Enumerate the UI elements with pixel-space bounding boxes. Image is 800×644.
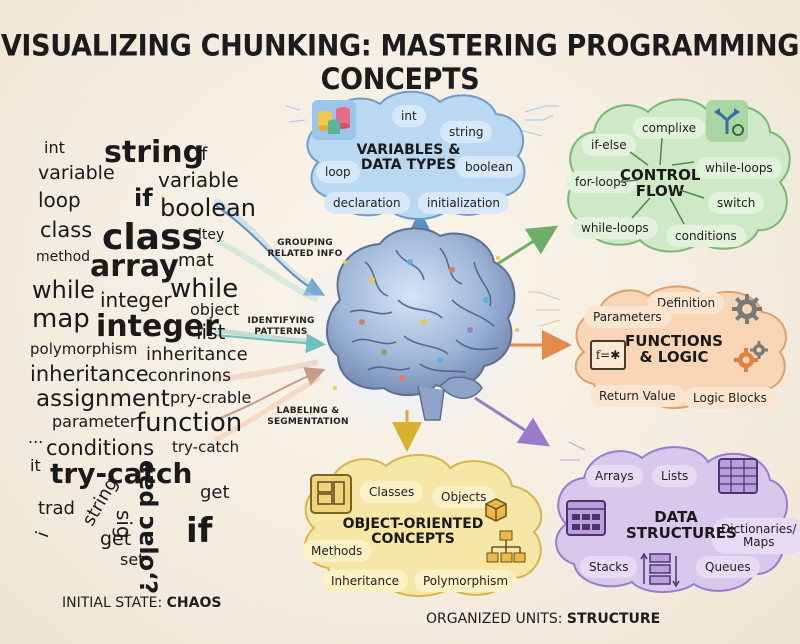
chaos-word: try-catch [50, 457, 193, 490]
chaos-word: while [32, 276, 95, 304]
chaos-word: boolean [160, 194, 256, 222]
chaos-word: int [44, 138, 65, 157]
hierarchy-icon [486, 530, 526, 569]
chaos-word: while [170, 274, 239, 304]
chaos-word: polymorphism [30, 340, 138, 358]
chaos-word: it [30, 456, 41, 475]
cloud-variables-title: VARIABLES & DATA TYPES [356, 142, 461, 173]
chaos-word: integer [96, 309, 219, 344]
pill-for-loops: for-loops [566, 171, 636, 193]
chaos-word: ltey [198, 227, 225, 243]
chaos-word: try-catch [172, 438, 240, 456]
chaos-word: get [100, 528, 132, 550]
chaos-word: pry-crable [170, 388, 252, 407]
pill-dictionaries-maps: Dictionaries/ Maps [712, 518, 800, 555]
blueprint-icon [310, 474, 352, 519]
pill-methods: Methods [302, 540, 372, 562]
chaos-word: parameter [52, 412, 137, 431]
chaos-word: class [102, 217, 203, 258]
caption-organized-units: ORGANIZED UNITS: STRUCTURE [426, 611, 660, 627]
pill-switch: switch [708, 192, 765, 214]
caption-initial-prefix: INITIAL STATE: [62, 595, 167, 611]
box-icon [482, 496, 510, 527]
chaos-word: if [196, 144, 208, 165]
pill-return-value: Return Value [590, 385, 685, 407]
process-label-grouping: GROUPING RELATED INFO [267, 238, 343, 259]
pill-complixe: complixe [633, 117, 706, 139]
pill-logic-blocks: Logic Blocks [684, 387, 776, 409]
pill-loop: loop [316, 161, 360, 183]
chaos-word: array [90, 249, 179, 284]
pill-stacks: Stacks [580, 556, 638, 578]
chaos-word: ... [28, 428, 44, 447]
chaos-word: string [104, 135, 205, 170]
chaos-word: inheritance [146, 344, 248, 365]
chaos-word: function [136, 408, 243, 438]
branch-arrows-icon [706, 100, 748, 147]
chaos-word: if [134, 184, 153, 212]
database-icon [312, 100, 356, 145]
chaos-word: conditions [46, 436, 155, 460]
pill-polymorphism: Polymorphism [414, 570, 518, 592]
pill-initialization: initialization [418, 192, 509, 214]
chaos-word: trad [38, 498, 75, 519]
chaos-word: integer [100, 288, 172, 312]
pill-lists: Lists [652, 465, 698, 487]
stack-icon [640, 550, 680, 593]
page-title: VISUALIZING CHUNKING: MASTERING PROGRAMM… [0, 29, 800, 97]
pill-objects: Objects [432, 486, 496, 508]
caption-initial-state: INITIAL STATE: CHAOS [62, 595, 221, 611]
cloud-oop-title: OBJECT-ORIENTED CONCEPTS [342, 516, 484, 547]
gear-icon [730, 292, 764, 331]
array-window-icon [566, 500, 606, 541]
cloud-structures-title: DATA STRUCTURES [626, 508, 737, 542]
pill-queues: Queues [696, 556, 760, 578]
chaos-word: if [186, 511, 213, 551]
process-label-labeling: LABELING & SEGMENTATION [267, 406, 349, 427]
gears-icon [732, 340, 768, 381]
chaos-word: get [200, 482, 230, 503]
chaos-word: set [120, 550, 145, 569]
pill-conditions: conditions [666, 225, 746, 247]
chaos-word: loop [38, 188, 81, 212]
pill-inheritance: Inheritance [322, 570, 409, 592]
table-icon [718, 458, 758, 499]
pill-parameters: Parameters [584, 306, 671, 328]
caption-organized-strong: STRUCTURE [566, 611, 661, 627]
chaos-word: assignment [36, 386, 170, 412]
chaos-word: method [36, 249, 91, 265]
caption-organized-prefix: ORGANIZED UNITS: [426, 611, 567, 627]
formula-icon: f=✱ [590, 340, 626, 370]
cloud-control-title: CONTROL FLOW [620, 166, 701, 200]
chaos-word: variable [158, 168, 239, 192]
chaos-word: mat [178, 250, 214, 271]
chaos-word: list [196, 320, 226, 344]
caption-initial-strong: CHAOS [166, 595, 222, 611]
chaos-word: object [190, 300, 240, 319]
pill-classes: Classes [360, 481, 424, 503]
pill-int: int [392, 105, 426, 127]
chaos-word: inheritance [30, 362, 149, 386]
pill-if-else: if-else [582, 134, 636, 156]
chaos-word: variable [38, 162, 115, 184]
pill-string: string [440, 121, 493, 143]
pill-arrays: Arrays [586, 465, 643, 487]
pill-boolean: boolean [456, 156, 522, 178]
chaos-word: class [40, 218, 93, 242]
cloud-functions-title: FUNCTIONS & LOGIC [625, 332, 723, 366]
process-label-patterns: IDENTIFYING PATTERNS [247, 316, 315, 337]
pill-while-loops-2: while-loops [572, 217, 658, 239]
pill-while-loops-1: while-loops [696, 157, 782, 179]
chaos-word: conrinons [148, 366, 232, 386]
chaos-word: map [32, 304, 90, 334]
pill-declaration: declaration [324, 192, 410, 214]
